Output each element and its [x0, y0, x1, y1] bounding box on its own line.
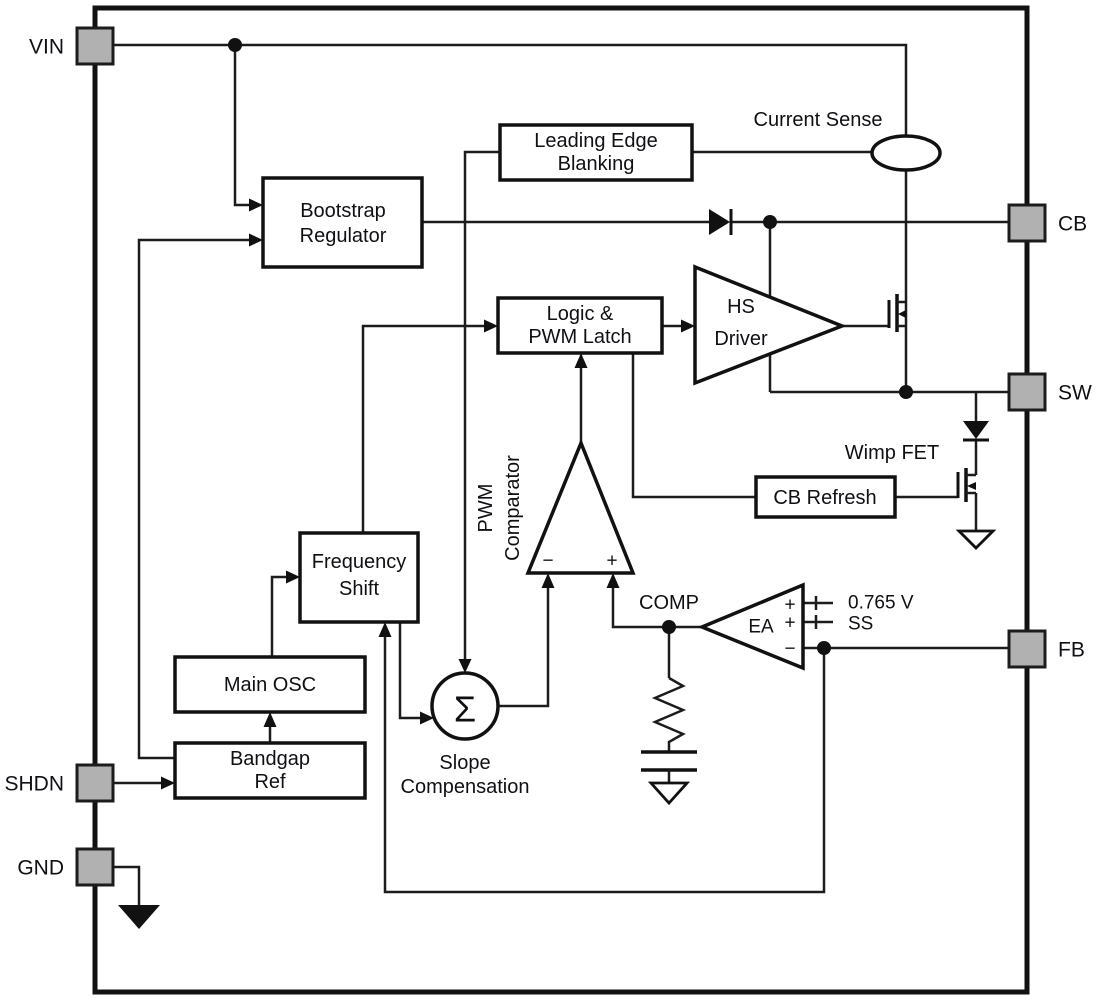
latch-label-2: PWM Latch	[528, 326, 631, 348]
comp-capacitor	[641, 750, 697, 783]
ea-label: EA	[748, 617, 774, 638]
pwm-comparator-plus: +	[606, 551, 617, 572]
wire-bandgap-to-bootstrap	[137, 238, 249, 760]
bootstrap-label-2: Regulator	[300, 225, 387, 247]
sigma-icon: Σ	[454, 689, 476, 730]
arrow-into-freqshift-left	[286, 570, 300, 584]
freqshift-label-1: Frequency	[312, 551, 407, 573]
chip-boundary	[92, 5, 1030, 995]
junction-sw	[899, 385, 913, 399]
block-bandgap-ref: Bandgap Ref	[173, 741, 367, 800]
wimp-diode	[963, 421, 989, 442]
comp-resistor	[651, 676, 687, 752]
wire-ea-ref-vref	[803, 596, 833, 610]
junction-cb	[763, 215, 777, 229]
slope-comp-label-2: Compensation	[401, 776, 530, 798]
wire-latch-to-cbrefresh	[631, 353, 756, 499]
wire-leb-to-sum	[463, 150, 500, 660]
cb-refresh-label: CB Refresh	[773, 487, 876, 509]
junction-fb	[817, 641, 831, 655]
vref-label: 0.765 V	[848, 593, 914, 614]
latch-label-1: Logic &	[547, 303, 614, 325]
hs-fet-symbol	[887, 294, 906, 332]
wire-gnd-pin-to-ground	[113, 865, 141, 905]
arrow-into-comparator-minus	[541, 573, 555, 588]
bootstrap-diode	[709, 209, 733, 235]
arrow-into-freqshift-bottom	[378, 622, 392, 637]
junction-comp	[662, 620, 676, 634]
arrowheads	[161, 198, 695, 790]
main-osc-label: Main OSC	[224, 674, 316, 696]
leb-label-2: Blanking	[558, 153, 635, 175]
bandgap-label-2: Ref	[254, 771, 286, 793]
wires	[113, 43, 1009, 905]
junction-dots	[228, 38, 913, 655]
pin-label-sw: SW	[1058, 382, 1092, 405]
wire-freqshift-to-sum	[398, 622, 420, 720]
wire-fb-foldback	[383, 636, 826, 894]
arrow-into-sum-top	[458, 659, 472, 673]
wire-vin-rail	[113, 43, 908, 392]
pin-sw	[1007, 372, 1047, 412]
arrow-into-latch-bottom	[574, 353, 588, 368]
freqshift-label-2: Shift	[339, 578, 379, 600]
ground-symbol-comp	[647, 781, 691, 806]
ground-symbol-wimp	[955, 529, 997, 550]
wire-ea-ref-ss	[803, 615, 833, 629]
arrow-into-sum-left	[420, 711, 434, 725]
ea-minus: −	[784, 639, 795, 660]
slope-comp-label-1: Slope	[439, 752, 490, 774]
pin-cb	[1007, 203, 1047, 243]
hs-driver-amp	[693, 264, 847, 386]
junction-vin	[228, 38, 242, 52]
arrow-into-bootstrap-1	[249, 198, 263, 212]
error-amp	[697, 582, 805, 671]
bandgap-label-1: Bandgap	[230, 748, 310, 770]
wire-osc-to-freqshift	[270, 575, 287, 657]
arrow-into-main-osc	[263, 712, 277, 727]
wire-vin-to-bootstrap	[233, 45, 249, 207]
bootstrap-label-1: Bootstrap	[300, 200, 386, 222]
block-main-osc: Main OSC	[173, 655, 367, 714]
block-leading-edge-blanking: Leading Edge Blanking	[498, 123, 694, 182]
arrow-into-latch-left	[484, 319, 498, 333]
arrow-into-bootstrap-2	[249, 233, 263, 247]
pin-gnd	[75, 847, 115, 887]
pin-label-vin: VIN	[29, 36, 64, 59]
arrow-into-comparator-plus	[606, 573, 620, 588]
block-cb-refresh: CB Refresh	[754, 475, 897, 519]
arrow-into-bandgap	[161, 776, 175, 790]
pwm-comparator-minus: −	[542, 551, 553, 572]
wimp-fet-symbol	[956, 468, 976, 502]
pwm-comparator-label-2: Comparator	[502, 455, 524, 561]
block-bootstrap-regulator: Bootstrap Regulator	[261, 176, 424, 269]
pin-label-shdn: SHDN	[4, 773, 64, 796]
leb-label-1: Leading Edge	[534, 130, 657, 152]
ss-label: SS	[848, 614, 873, 635]
ea-plus-1: +	[784, 595, 795, 616]
current-sense-label: Current Sense	[754, 109, 883, 131]
wire-sum-to-comparator	[498, 587, 550, 708]
arrow-into-hs-driver	[681, 319, 695, 333]
comp-node-label: COMP	[639, 592, 699, 614]
pin-label-fb: FB	[1058, 639, 1085, 662]
current-sense-ellipse	[870, 134, 942, 172]
pin-label-cb: CB	[1058, 213, 1087, 236]
wimp-fet-label: Wimp FET	[845, 442, 939, 464]
pin-vin	[75, 26, 115, 66]
pin-label-gnd: GND	[17, 857, 64, 880]
pin-shdn	[75, 763, 115, 803]
pwm-comparator-label-1: PWM	[475, 484, 497, 533]
block-logic-pwm-latch: Logic & PWM Latch	[496, 296, 664, 355]
pwm-comparator-amp	[525, 438, 636, 575]
pin-fb	[1007, 629, 1047, 669]
wire-freqshift-to-latch	[361, 324, 485, 533]
ground-symbol-gnd	[118, 905, 160, 929]
pins	[75, 26, 1047, 887]
hs-driver-label-2: Driver	[714, 328, 768, 350]
block-frequency-shift: Frequency Shift	[298, 531, 420, 624]
hs-driver-label-1: HS	[727, 296, 755, 318]
ea-plus-2: +	[784, 613, 795, 634]
